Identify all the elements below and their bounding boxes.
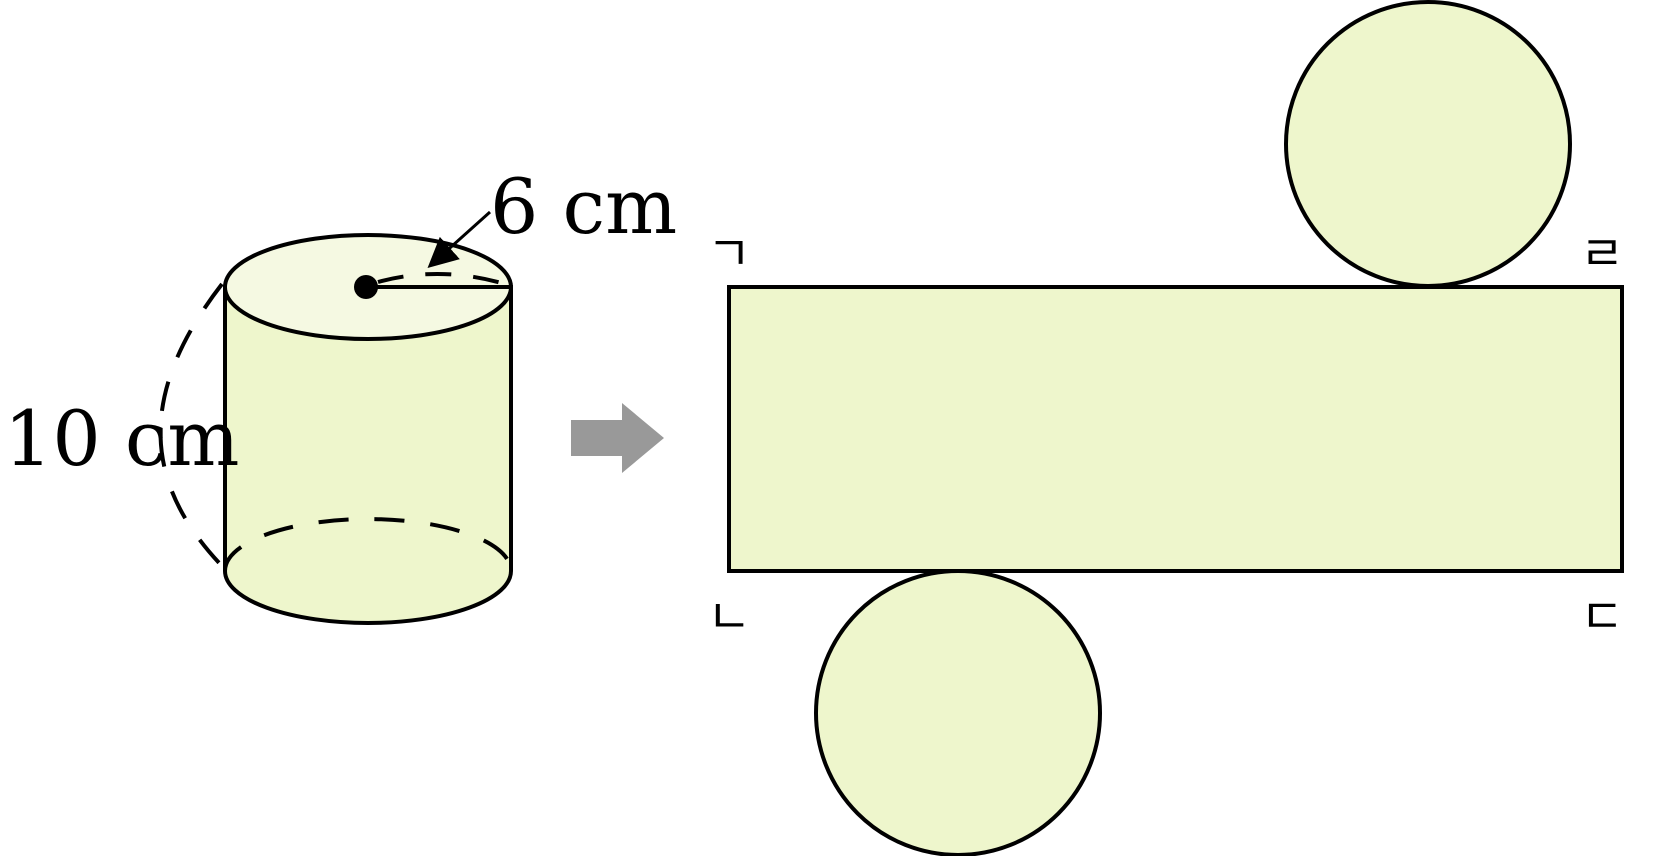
net-bottom-circle [814, 569, 1102, 856]
cylinder [158, 210, 513, 625]
corner-label-top-left: ㄱ [707, 226, 751, 282]
height-label: 10 cm [4, 394, 240, 483]
radius-brace [377, 272, 506, 286]
cylinder-net [727, 0, 1624, 856]
corner-label-top-right: ㄹ [1580, 226, 1624, 282]
corner-label-bottom-right: ㄷ [1580, 589, 1624, 645]
net-top-circle [1284, 0, 1572, 288]
radius-label: 6 cm [490, 162, 677, 251]
right-arrow-icon [571, 403, 664, 473]
cylinder-bottom-front-arc [223, 570, 513, 625]
net-rectangle [727, 285, 1624, 573]
cylinder-bottom-back-arc [223, 517, 513, 572]
corner-label-bottom-left: ㄴ [707, 589, 751, 645]
radius-label-pointer [427, 210, 492, 269]
cylinder-side [225, 285, 511, 623]
